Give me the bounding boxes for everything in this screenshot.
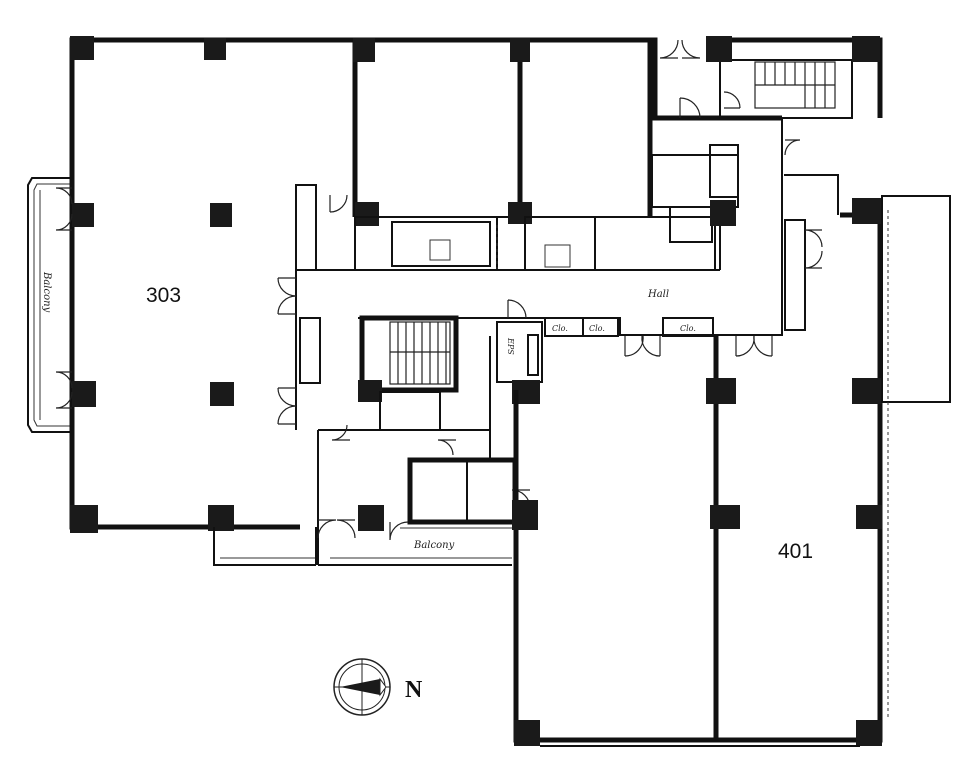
north-east-core bbox=[650, 36, 883, 156]
closet-2-label: Clo. bbox=[589, 324, 605, 333]
compass: N bbox=[333, 658, 423, 716]
column bbox=[72, 381, 96, 407]
column bbox=[355, 202, 379, 226]
room-303-label: 303 bbox=[146, 284, 181, 307]
column bbox=[852, 198, 882, 224]
top-offices bbox=[352, 37, 653, 226]
central-stair bbox=[318, 315, 490, 431]
hall-label: Hall bbox=[647, 289, 669, 300]
eps-shaft: EPS bbox=[496, 321, 543, 404]
column bbox=[512, 500, 538, 530]
stair-central-icon bbox=[389, 321, 451, 385]
column bbox=[508, 202, 532, 224]
column bbox=[856, 720, 882, 746]
column bbox=[510, 38, 530, 62]
column bbox=[852, 378, 882, 404]
compass-north-label: N bbox=[405, 677, 423, 703]
column bbox=[852, 36, 880, 62]
column bbox=[710, 200, 736, 226]
column bbox=[353, 38, 375, 62]
south-balcony-left bbox=[213, 527, 317, 566]
east-core bbox=[649, 118, 783, 336]
closet-3-label: Clo. bbox=[680, 324, 696, 333]
closet-1-label: Clo. bbox=[552, 324, 568, 333]
utility-strip bbox=[354, 216, 716, 271]
west-balcony: Balcony bbox=[27, 177, 70, 433]
column bbox=[70, 505, 98, 533]
column bbox=[706, 378, 736, 404]
balcony-south-label: Balcony bbox=[413, 540, 455, 551]
room-401-label: 401 bbox=[778, 540, 813, 563]
south-balcony-center: Balcony bbox=[318, 527, 512, 566]
north-arrow-icon bbox=[333, 658, 391, 716]
column bbox=[710, 505, 740, 529]
column bbox=[706, 36, 732, 62]
column bbox=[358, 380, 382, 402]
column bbox=[210, 382, 234, 406]
east-balcony bbox=[881, 195, 951, 720]
elevator-core bbox=[317, 336, 531, 565]
column bbox=[204, 38, 226, 60]
column bbox=[70, 36, 94, 60]
column bbox=[856, 505, 882, 529]
column bbox=[358, 505, 384, 531]
column bbox=[514, 720, 540, 746]
column bbox=[210, 203, 232, 227]
column bbox=[208, 505, 234, 531]
room-401: 401 bbox=[512, 174, 883, 747]
balcony-west-label: Balcony bbox=[41, 271, 52, 313]
column bbox=[72, 203, 94, 227]
hall: Hall Clo. Clo. Clo. bbox=[277, 184, 773, 425]
room-303: 303 bbox=[55, 36, 355, 533]
eps-label: EPS bbox=[506, 337, 515, 355]
stair-north-icon bbox=[754, 61, 836, 109]
